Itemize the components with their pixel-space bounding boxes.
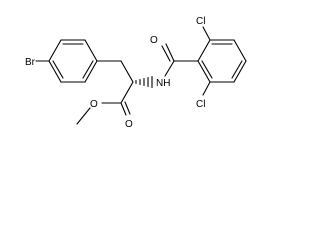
- bromophenyl-ring: [48, 39, 98, 83]
- molecule-drawing: Br NH O O O Cl Cl: [25, 16, 247, 130]
- amide-carbonyl-oxygen-label: O: [150, 35, 158, 46]
- structure-diagram: Br NH O O O Cl Cl: [25, 16, 247, 130]
- amide-carbonyl-double-bond: [165, 43, 175, 62]
- dichlorophenyl-ring: [197, 39, 247, 83]
- ester-bond: [120, 81, 134, 104]
- hashed-stereo-bond: [135, 75, 153, 89]
- ring-bond: [197, 39, 211, 62]
- ring-double-bond: [201, 60, 213, 79]
- chlorine-lower-label: Cl: [196, 99, 205, 110]
- ester-carbonyl-double-bond: [120, 102, 127, 116]
- chlorine-upper-bond: [202, 26, 211, 41]
- ring-double-bond: [82, 60, 94, 79]
- amide-nh-label: NH: [156, 78, 170, 89]
- ring-double-bond: [231, 60, 243, 79]
- ring-bond: [48, 60, 62, 83]
- ester-carbonyl-oxygen-label: O: [125, 119, 133, 130]
- amide-bond: [164, 60, 175, 77]
- chlorine-upper-label: Cl: [196, 16, 205, 27]
- benzyl-bond: [120, 60, 134, 83]
- ring-bond: [84, 39, 98, 62]
- amide-carbonyl-double-bond: [161, 45, 171, 62]
- ester-carbonyl-double-bond: [124, 101, 131, 115]
- methyl-bond: [76, 107, 91, 125]
- ester-ether-oxygen-label: O: [90, 99, 98, 110]
- ring-bond: [197, 60, 211, 83]
- chlorine-lower-bond: [202, 81, 211, 96]
- ring-bond: [233, 39, 247, 62]
- ring-bond: [48, 39, 62, 62]
- bromine-label: Br: [25, 57, 36, 68]
- ring-double-bond: [52, 60, 64, 79]
- ring-bond: [84, 60, 98, 83]
- ring-bond: [233, 60, 247, 83]
